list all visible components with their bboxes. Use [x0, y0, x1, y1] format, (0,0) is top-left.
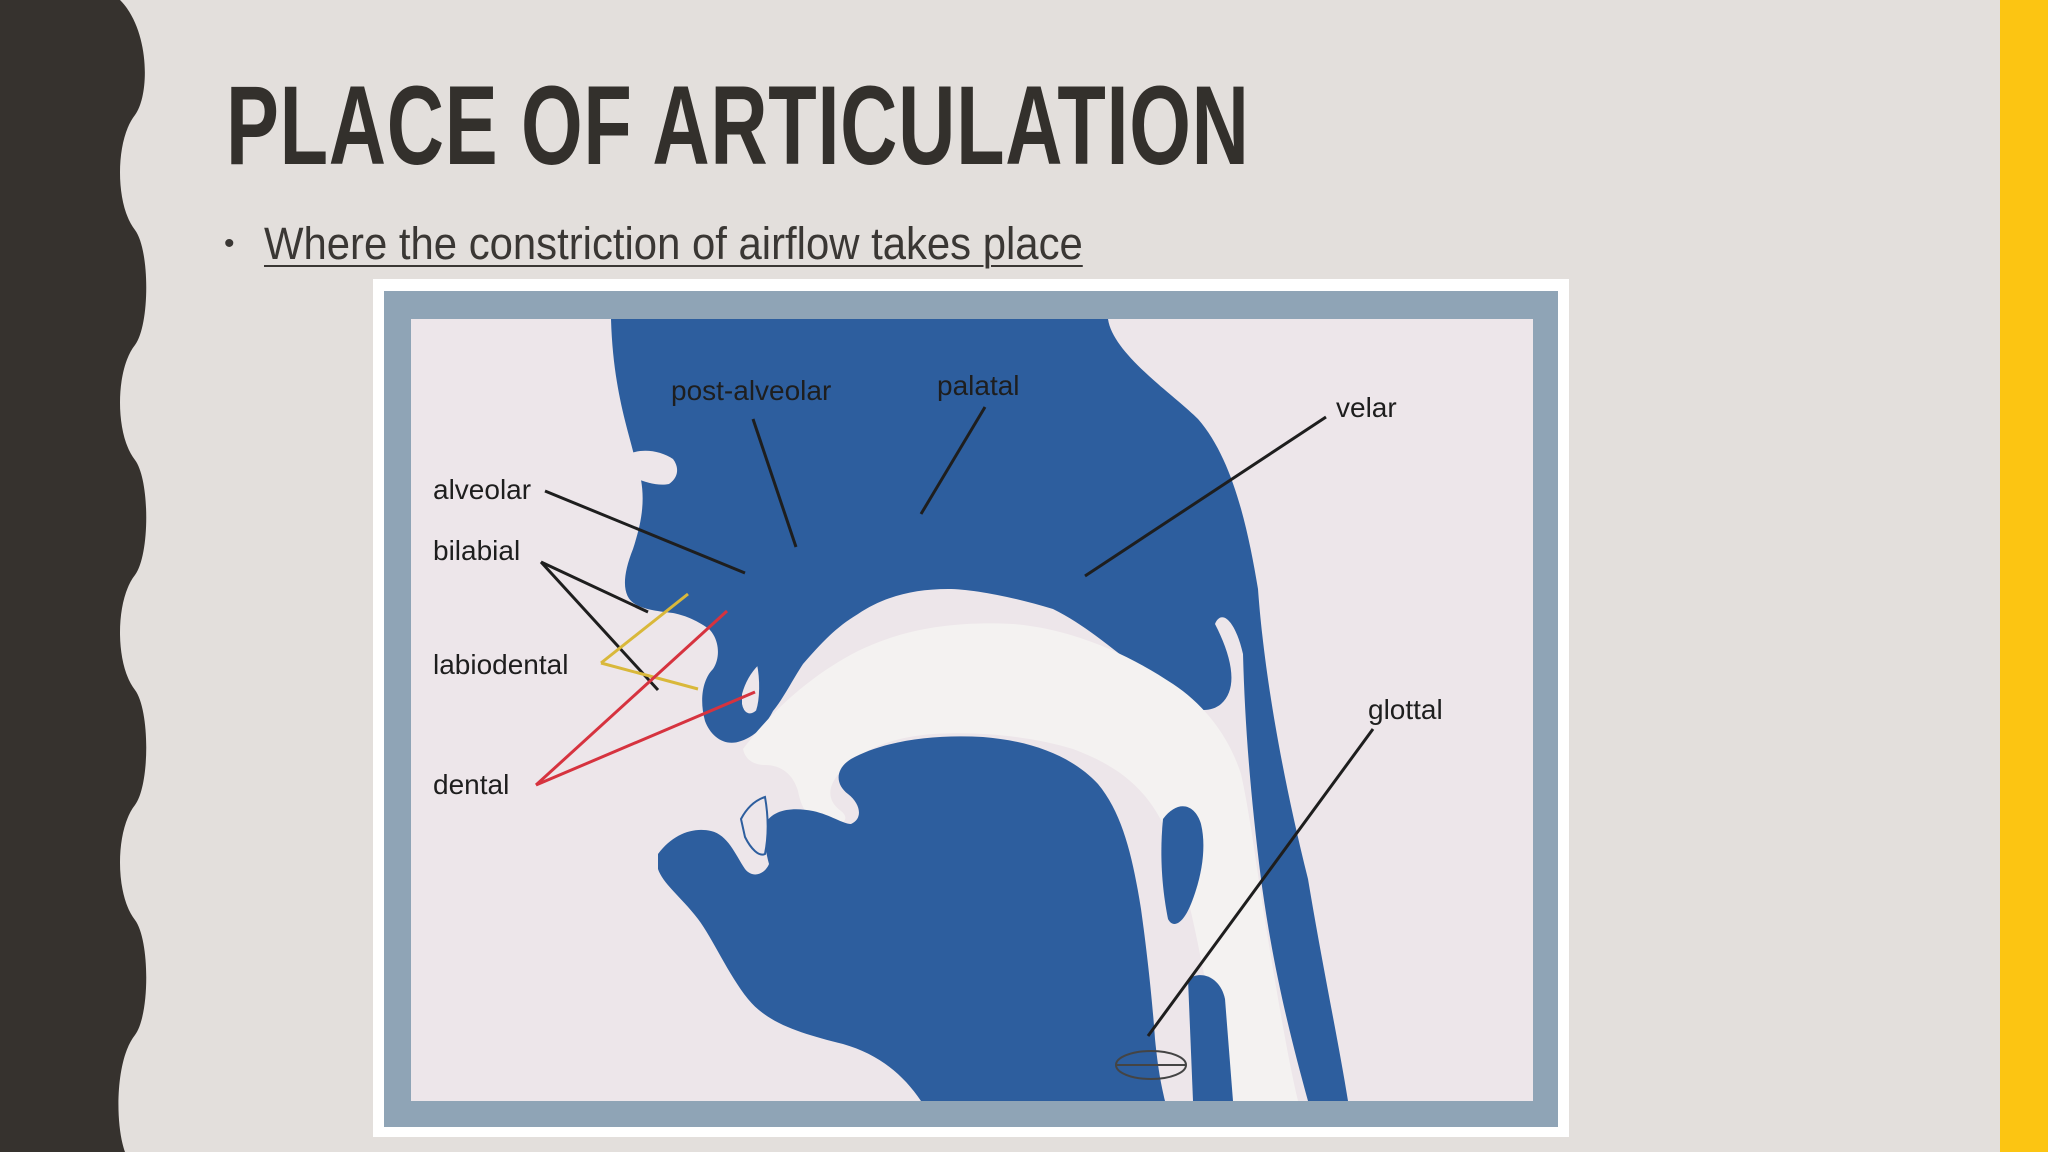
pointer-lines — [539, 406, 1375, 1037]
label-labiodental: labiodental — [433, 649, 568, 680]
upper-head-shape — [611, 319, 1348, 1101]
post-alveolar-pointer — [751, 418, 798, 548]
palatal-pointer — [919, 406, 987, 515]
bilabial-pointer-upper — [540, 560, 649, 614]
label-glottal: glottal — [1368, 694, 1443, 725]
label-alveolar: alveolar — [433, 474, 531, 505]
lower-incisor — [739, 795, 769, 856]
velar-pointer — [1084, 415, 1327, 578]
upper-incisor — [740, 661, 762, 716]
label-post-alveolar: post-alveolar — [671, 375, 831, 406]
label-dental: dental — [433, 769, 509, 800]
nostril-highlight — [621, 450, 678, 485]
epiglottis — [1161, 806, 1204, 924]
labiodental-pointer-upper — [600, 592, 689, 665]
airway-space — [743, 623, 1298, 1101]
yellow-accent-stripe — [2000, 0, 2048, 1152]
vocal-tract-diagram: post-alveolar palatal velar alveolar bil… — [373, 279, 1569, 1137]
bullet-dot-icon: • — [224, 227, 235, 260]
label-bilabial: bilabial — [433, 535, 520, 566]
slide-title: PLACE OF ARTICULATION — [226, 63, 1250, 188]
wavy-left-band — [0, 0, 147, 1152]
alveolar-pointer — [544, 489, 746, 575]
larynx-column — [1188, 975, 1233, 1101]
dental-pointer-lower — [535, 690, 756, 787]
glottal-pointer — [1146, 728, 1375, 1037]
bullet-text: Where the constriction of airflow takes … — [264, 218, 1083, 269]
tongue-jaw-shape — [658, 736, 1165, 1101]
dental-pointer-upper — [534, 609, 729, 787]
labiodental-pointer-lower — [600, 661, 699, 691]
bilabial-pointer-lower — [539, 560, 660, 692]
bullet-item: • Where the constriction of airflow take… — [224, 214, 1144, 274]
label-palatal: palatal — [937, 370, 1020, 401]
label-velar: velar — [1336, 392, 1397, 423]
dental-pointers — [534, 609, 756, 787]
vocal-folds-icon — [1115, 1050, 1187, 1080]
labiodental-pointers — [600, 592, 699, 691]
